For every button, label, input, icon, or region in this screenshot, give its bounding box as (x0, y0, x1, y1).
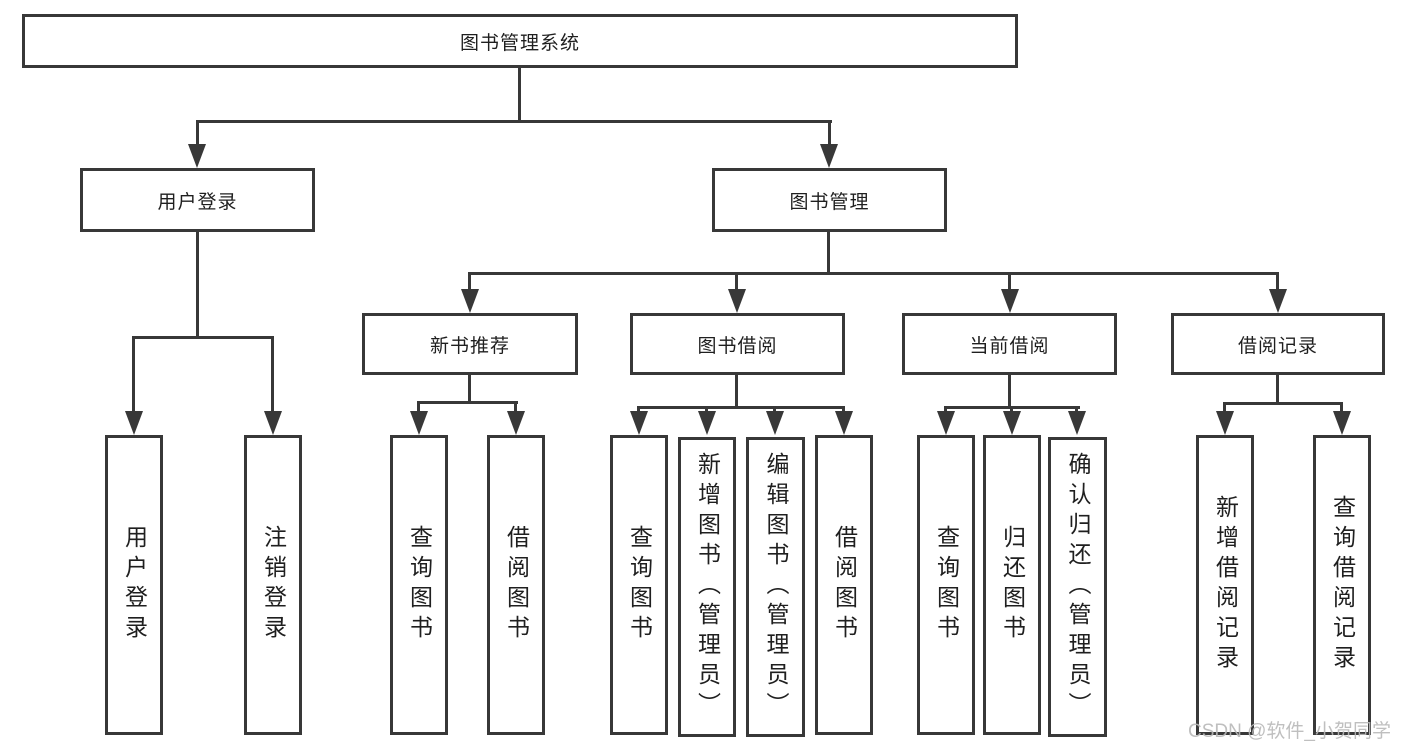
leaf-label: 查询图书 (406, 525, 433, 645)
connector-line (1223, 402, 1226, 413)
leaf-logout: 注销登录 (244, 435, 302, 735)
leaf-query-books-current: 查询图书 (917, 435, 975, 735)
connector-line (637, 406, 640, 414)
connector-line (1276, 272, 1279, 291)
connector-line (944, 406, 947, 414)
node-label: 图书管理 (789, 191, 870, 213)
leaf-label: 查询借阅记录 (1329, 495, 1356, 675)
leaf-query-borrow-record: 查询借阅记录 (1313, 435, 1371, 735)
arrow-down-icon (1269, 289, 1287, 313)
node-user-login: 用户登录 (80, 168, 315, 232)
connector-line (1075, 406, 1078, 414)
arrow-down-icon (264, 411, 282, 435)
arrow-down-icon (1001, 289, 1019, 313)
connector-line (1340, 402, 1343, 413)
connector-line (842, 406, 845, 414)
node-library-system: 图书管理系统 (22, 14, 1018, 68)
connector-line (827, 232, 830, 272)
leaf-user-login: 用户登录 (105, 435, 163, 735)
arrow-down-icon (820, 144, 838, 168)
leaf-borrow-books: 借阅图书 (815, 435, 873, 735)
node-label: 当前借阅 (969, 335, 1050, 357)
connector-line (271, 336, 274, 413)
connector-line (1008, 272, 1011, 291)
leaf-label: 新增图书（管理员） (694, 452, 721, 722)
leaf-edit-book-admin: 编辑图书（管理员） (746, 437, 805, 737)
node-label: 用户登录 (157, 191, 238, 213)
node-label: 借阅记录 (1237, 335, 1318, 357)
arrow-down-icon (1216, 411, 1234, 435)
leaf-label: 用户登录 (121, 525, 148, 645)
node-borrowing-records: 借阅记录 (1171, 313, 1385, 375)
leaf-return-books: 归还图书 (983, 435, 1041, 735)
arrow-down-icon (1003, 411, 1021, 435)
arrow-down-icon (835, 411, 853, 435)
node-label: 新书推荐 (429, 335, 510, 357)
leaf-label: 借阅图书 (831, 525, 858, 645)
connector-line (196, 232, 199, 336)
connector-line (705, 406, 708, 414)
connector-line (468, 272, 1279, 275)
connector-line (417, 401, 420, 413)
node-current-borrowing: 当前借阅 (902, 313, 1117, 375)
leaf-confirm-return-admin: 确认归还（管理员） (1048, 437, 1107, 737)
arrow-down-icon (766, 411, 784, 435)
leaf-label: 确认归还（管理员） (1065, 452, 1091, 722)
leaf-borrow-books-recommend: 借阅图书 (487, 435, 545, 735)
connector-line (468, 272, 471, 291)
leaf-label: 归还图书 (999, 525, 1026, 645)
connector-line (132, 336, 135, 413)
connector-line (132, 336, 274, 339)
connector-line (735, 375, 738, 406)
connector-line (1008, 375, 1011, 406)
arrow-down-icon (1068, 411, 1086, 435)
arrow-down-icon (461, 289, 479, 313)
connector-line (468, 375, 471, 401)
arrow-down-icon (728, 289, 746, 313)
arrow-down-icon (188, 144, 206, 168)
arrow-down-icon (125, 411, 143, 435)
node-label: 图书管理系统 (459, 32, 580, 54)
arrow-down-icon (698, 411, 716, 435)
leaf-label: 注销登录 (260, 525, 287, 645)
connector-line (773, 406, 776, 414)
connector-line (1223, 402, 1343, 405)
connector-line (1010, 406, 1013, 414)
leaf-label: 编辑图书（管理员） (763, 452, 789, 722)
connector-line (735, 272, 738, 291)
arrow-down-icon (410, 411, 428, 435)
arrow-down-icon (630, 411, 648, 435)
connector-line (196, 120, 832, 123)
leaf-label: 新增借阅记录 (1212, 495, 1239, 675)
arrow-down-icon (507, 411, 525, 435)
connector-line (637, 406, 845, 409)
arrow-down-icon (937, 411, 955, 435)
connector-line (514, 401, 517, 413)
node-label: 图书借阅 (697, 335, 778, 357)
watermark: CSDN @软件_小贺同学 (1188, 721, 1391, 742)
leaf-label: 查询图书 (933, 525, 960, 645)
connector-line (828, 120, 831, 147)
leaf-add-borrow-record: 新增借阅记录 (1196, 435, 1254, 735)
node-new-book-recommendation: 新书推荐 (362, 313, 578, 375)
node-book-management: 图书管理 (712, 168, 947, 232)
leaf-add-book-admin: 新增图书（管理员） (678, 437, 736, 737)
leaf-query-books-borrow: 查询图书 (610, 435, 668, 735)
connector-line (196, 120, 199, 147)
arrow-down-icon (1333, 411, 1351, 435)
connector-line (518, 68, 521, 120)
leaf-query-books-recommend: 查询图书 (390, 435, 448, 735)
connector-line (1276, 375, 1279, 402)
connector-line (417, 401, 518, 404)
leaf-label: 查询图书 (626, 525, 653, 645)
leaf-label: 借阅图书 (503, 525, 530, 645)
node-book-borrowing: 图书借阅 (630, 313, 845, 375)
